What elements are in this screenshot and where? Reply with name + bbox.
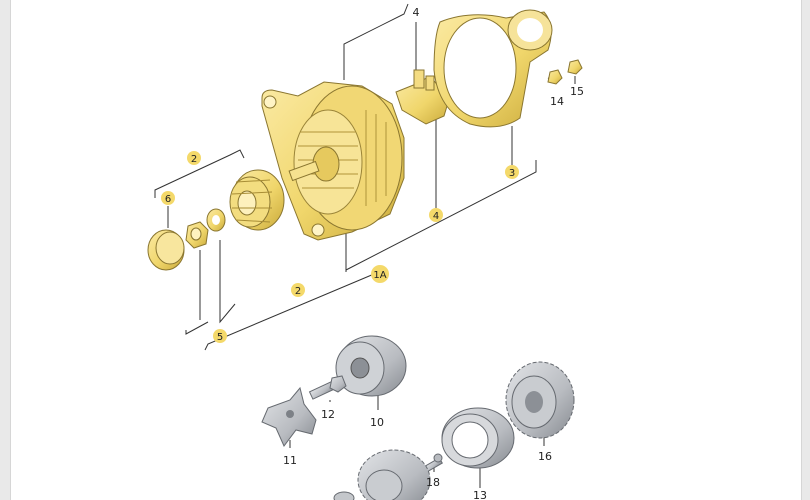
svg-text:16: 16 — [538, 450, 552, 463]
part-label-12: 12 — [321, 408, 335, 421]
bolt-18-part — [423, 453, 443, 473]
sprocket-16-part — [505, 361, 575, 439]
freewheel-disc-part — [335, 335, 407, 397]
svg-text:2: 2 — [191, 154, 197, 165]
svg-text:4: 4 — [413, 6, 420, 19]
tool-adapter-part — [261, 386, 317, 447]
svg-text:14: 14 — [550, 95, 564, 108]
svg-text:10: 10 — [370, 416, 384, 429]
nut-part — [185, 221, 209, 249]
svg-text:15: 15 — [570, 85, 584, 98]
part-label-3: 3 — [505, 165, 519, 179]
svg-text:11: 11 — [283, 454, 297, 467]
svg-text:1A: 1A — [373, 270, 386, 281]
svg-text:13: 13 — [473, 489, 487, 500]
cap-part — [147, 229, 185, 271]
svg-text:5: 5 — [217, 332, 223, 343]
nut-15-part — [567, 59, 583, 75]
svg-text:6: 6 — [165, 194, 171, 205]
svg-text:2: 2 — [295, 286, 301, 297]
svg-text:3: 3 — [509, 168, 515, 179]
part-label-4-top: 4 — [413, 6, 420, 19]
svg-text:4: 4 — [433, 211, 439, 222]
leader-lines-upper — [154, 3, 576, 351]
part-label-2-mid: 2 — [291, 283, 305, 297]
part-label-2-top: 2 — [187, 151, 201, 165]
diagram-frame — [10, 0, 802, 500]
washer-bottom-part — [333, 491, 355, 500]
part-label-1a: 1A — [371, 265, 389, 283]
part-label-15: 15 — [570, 85, 584, 98]
svg-text:18: 18 — [426, 476, 440, 489]
washer-part — [206, 208, 226, 232]
part-label-18: 18 — [426, 476, 440, 489]
gear-ring-part — [441, 407, 515, 469]
part-label-4-mid: 4 — [429, 208, 443, 222]
svg-text:12: 12 — [321, 408, 335, 421]
part-label-5: 5 — [213, 329, 227, 343]
bolt-part — [308, 375, 347, 400]
part-label-14: 14 — [550, 95, 564, 108]
part-label-16: 16 — [538, 450, 552, 463]
cover-sleeve-part — [433, 9, 553, 128]
part-label-6: 6 — [161, 191, 175, 205]
part-label-11: 11 — [283, 454, 297, 467]
part-label-13: 13 — [473, 489, 487, 500]
alternator-part — [261, 81, 405, 241]
pulley-part — [229, 169, 285, 231]
sprocket-bottom-part — [357, 449, 431, 500]
regulator-part — [395, 69, 451, 125]
nut-14-part — [547, 69, 563, 85]
part-label-10: 10 — [370, 416, 384, 429]
